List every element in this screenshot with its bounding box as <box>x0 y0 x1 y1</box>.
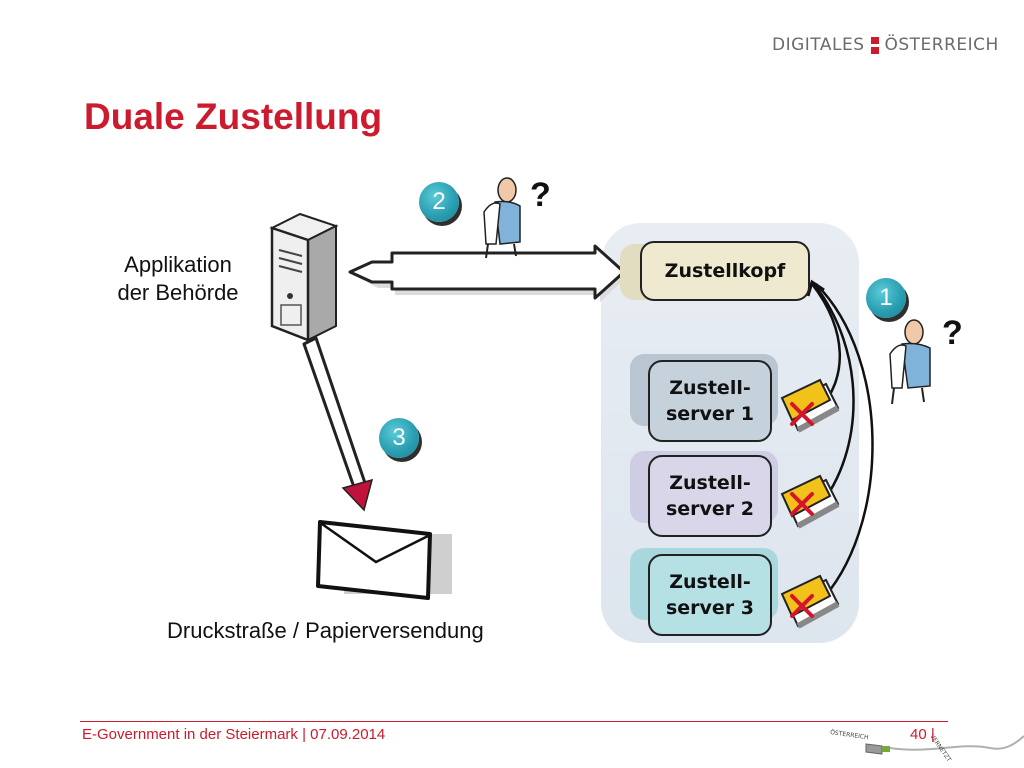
server-2-line2: server 2 <box>665 498 755 520</box>
zustellserver-3-box: Zustell- server 3 <box>648 554 772 636</box>
zustellkopf-box: Zustellkopf <box>640 241 810 301</box>
folder-icon <box>780 474 840 529</box>
footer-divider <box>80 721 948 722</box>
server-3-line1: Zustell- <box>669 571 751 593</box>
application-label-line1: Applikation <box>124 252 232 277</box>
cross-icon <box>790 492 814 516</box>
step-badge-2: 2 <box>419 182 459 222</box>
server-1-line1: Zustell- <box>669 377 751 399</box>
zustellserver-2-box: Zustell- server 2 <box>648 455 772 537</box>
page-number: 40 | <box>910 726 935 743</box>
folder-icon <box>780 574 840 629</box>
logo-text-top: ÖSTERREICH <box>830 729 869 741</box>
person-icon <box>889 319 931 405</box>
footer-text: E-Government in der Steiermark | 07.09.2… <box>82 726 386 743</box>
brand-logo: DIGITALES ÖSTERREICH <box>772 30 999 60</box>
print-label: Druckstraße / Papierversendung <box>167 618 484 643</box>
query-arrows <box>806 279 874 605</box>
envelope-icon <box>316 520 452 600</box>
step-badge-3: 3 <box>379 418 419 458</box>
austria-flag-icon <box>870 36 879 54</box>
step-badge-1: 1 <box>866 278 906 318</box>
print-arrow <box>302 336 374 512</box>
server-3-line2: server 3 <box>665 597 755 619</box>
application-label-line2: der Behörde <box>117 280 239 305</box>
server-2-line1: Zustell- <box>669 472 751 494</box>
cross-icon <box>790 402 814 426</box>
server-1-line2: server 1 <box>665 403 755 425</box>
person-icon <box>483 177 521 259</box>
brand-left-text: DIGITALES <box>772 35 865 55</box>
question-mark: ? <box>942 314 963 352</box>
zustellserver-1-box: Zustell- server 1 <box>648 360 772 442</box>
question-mark: ? <box>530 176 551 214</box>
server-tower-icon <box>269 212 339 342</box>
application-label: Applikation der Behörde <box>108 251 248 307</box>
slide-title: Duale Zustellung <box>84 96 383 137</box>
brand-right-text: ÖSTERREICH <box>884 35 999 55</box>
network-cable-icon: ÖSTERREICH VERNETZT <box>830 729 1024 763</box>
double-arrow-icon <box>348 244 628 302</box>
cross-icon <box>790 594 814 618</box>
